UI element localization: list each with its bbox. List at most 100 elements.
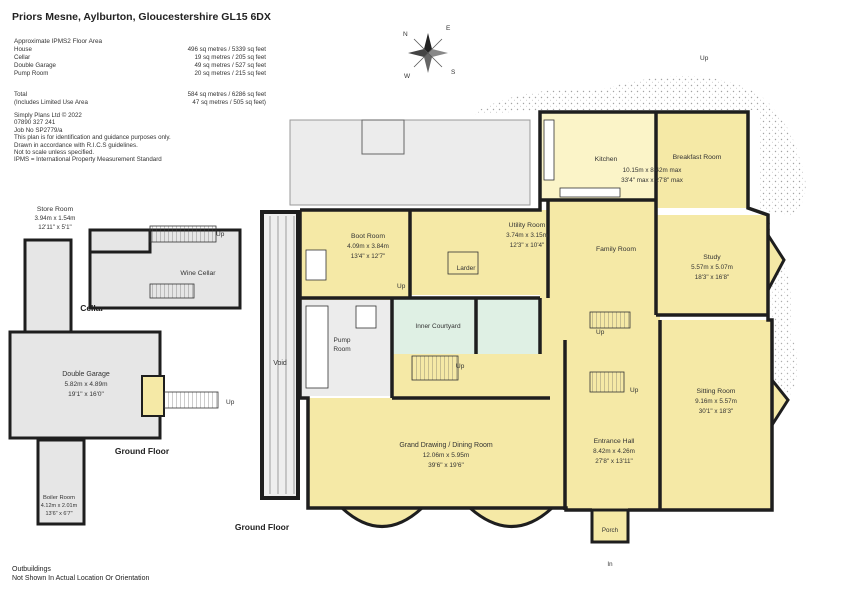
void-area — [260, 210, 300, 500]
double-garage-block — [8, 330, 219, 526]
kitchen-breakfast-dim-metric: 10.15m x 8.42m max — [623, 167, 683, 174]
study-dim-imperial: 18'3" x 16'8" — [695, 274, 730, 281]
footer-line: Not Shown In Actual Location Or Orientat… — [12, 575, 150, 582]
area-name: Pump Room — [14, 70, 49, 77]
floor-label-ground-main: Ground Floor — [235, 522, 290, 532]
note-line: Not to scale unless specified. — [14, 149, 95, 157]
kitchen-worktop — [543, 119, 555, 181]
stairs-inner-hall — [411, 355, 459, 381]
boiler-room-dim-imperial: 13'6" x 6'7" — [45, 511, 72, 517]
bay-window-drawing-east — [466, 506, 556, 528]
compass-east: E — [446, 25, 451, 32]
up-marker: Up — [630, 387, 639, 394]
store-room-dim-metric: 3.94m x 1.54m — [35, 215, 76, 222]
sitting-room-dim-metric: 9.16m x 5.57m — [695, 398, 737, 405]
utility-room-name: Utility Room — [509, 222, 546, 229]
note-line: 07890 327 241 — [14, 119, 56, 127]
room-porch — [590, 508, 630, 544]
area-name: Double Garage — [14, 62, 56, 69]
bay-window-drawing-west — [338, 506, 426, 528]
boot-room-dim-imperial: 13'4" x 12'7" — [351, 253, 386, 260]
sitting-room-dim-imperial: 30'1" x 18'3" — [699, 408, 734, 415]
pump-room-tank — [305, 305, 329, 389]
boot-room-fitting — [305, 249, 327, 281]
area-value: 19 sq metres / 205 sq feet — [194, 54, 266, 61]
compass-south: S — [451, 69, 456, 76]
note-line: This plan is for identification and guid… — [14, 134, 171, 142]
area-value: 496 sq metres / 5339 sq feet — [187, 46, 266, 53]
in-marker: In — [607, 561, 613, 568]
room-grand-drawing — [308, 398, 566, 508]
plan-notes: Simply Plans Ltd © 2022 07890 327 241 Jo… — [14, 112, 171, 164]
page-title: Priors Mesne, Aylburton, Gloucestershire… — [12, 11, 271, 23]
cellar-block — [88, 225, 242, 310]
sitting-room-name: Sitting Room — [697, 388, 736, 395]
area-value: 584 sq metres / 6286 sq feet — [187, 91, 266, 98]
note-line: Simply Plans Ltd © 2022 — [14, 112, 82, 119]
inner-courtyard-name: Inner Courtyard — [415, 323, 461, 330]
kitchen-worktop — [559, 187, 621, 198]
kitchen-breakfast-dim-imperial: 33'4" max x 27'8" max — [621, 177, 684, 184]
boiler-room-name: Boiler Room — [43, 495, 75, 501]
double-garage-dim-metric: 5.82m x 4.89m — [65, 381, 108, 388]
store-room-block — [23, 238, 73, 334]
store-room-name: Store Room — [37, 206, 74, 213]
grand-drawing-dim-metric: 12.06m x 5.95m — [423, 452, 470, 459]
utility-room-dim-imperial: 12'3" x 10'4" — [510, 242, 545, 249]
entrance-hall-dim-metric: 8.42m x 4.26m — [593, 448, 635, 455]
main-house-walls — [298, 110, 774, 512]
area-name: (Includes Limited Use Area — [14, 99, 88, 106]
up-marker: Up — [226, 399, 235, 406]
compass-rose — [408, 33, 448, 73]
void-hatching — [269, 216, 295, 494]
area-name: Cellar — [14, 54, 31, 61]
note-line: IPMS = International Property Measuremen… — [14, 156, 162, 164]
study-dim-metric: 5.57m x 5.07m — [691, 264, 733, 271]
breakfast-room-name: Breakfast Room — [673, 154, 722, 161]
pump-room-tank — [355, 305, 377, 329]
floor-label-ground-small: Ground Floor — [115, 446, 170, 456]
terrace — [289, 119, 531, 206]
note-line: Job No SP2779/a — [14, 126, 63, 134]
area-value: 47 sq metres / 505 sq feet) — [192, 99, 266, 106]
pump-room-name-line2: Room — [333, 346, 350, 353]
up-marker: Up — [216, 231, 225, 238]
compass-north: N — [403, 31, 408, 38]
boot-room-dim-metric: 4.09m x 3.84m — [347, 243, 389, 250]
boiler-room-dim-metric: 4.12m x 2.01m — [41, 503, 78, 509]
terrace-feature — [361, 119, 405, 155]
compass-west: W — [404, 73, 411, 80]
family-room-name: Family Room — [596, 246, 636, 253]
wine-cellar-name: Wine Cellar — [180, 270, 216, 277]
outbuildings-note: Outbuildings Not Shown In Actual Locatio… — [12, 565, 149, 583]
up-marker: Up — [700, 55, 709, 62]
area-name: Total — [14, 91, 28, 98]
room-breakfast-room — [656, 112, 748, 208]
larder-name: Larder — [457, 265, 477, 272]
room-sitting-room — [660, 320, 772, 510]
stairs-entrance — [589, 371, 625, 393]
area-value: 49 sq metres / 527 sq feet — [194, 62, 266, 69]
garden-gravel — [470, 76, 806, 216]
entrance-hall-dim-imperial: 27'8" x 13'11" — [595, 458, 633, 465]
room-entrance-hall — [565, 340, 660, 510]
entrance-hall-name: Entrance Hall — [594, 438, 635, 445]
utility-room-dim-metric: 3.74m x 3.15m — [506, 232, 548, 239]
pump-room-name-line1: Pump — [334, 337, 351, 344]
up-marker: Up — [397, 283, 406, 290]
up-marker: Up — [596, 329, 605, 336]
room-study — [656, 215, 768, 315]
floor-label-cellar: Cellar — [80, 303, 104, 313]
grand-drawing-dim-imperial: 39'6" x 19'6" — [428, 462, 464, 469]
larder-shelf — [447, 251, 479, 275]
grand-drawing-name: Grand Drawing / Dining Room — [399, 442, 493, 449]
area-name: House — [14, 46, 32, 53]
study-name: Study — [703, 254, 721, 261]
stairs-corridor — [589, 311, 631, 329]
area-value: 20 sq metres / 215 sq feet — [194, 70, 266, 77]
double-garage-dim-imperial: 19'1" x 16'0" — [68, 391, 104, 398]
room-inner-courtyard — [392, 298, 540, 354]
porch-name: Porch — [602, 527, 619, 534]
room-kitchen — [540, 112, 656, 200]
